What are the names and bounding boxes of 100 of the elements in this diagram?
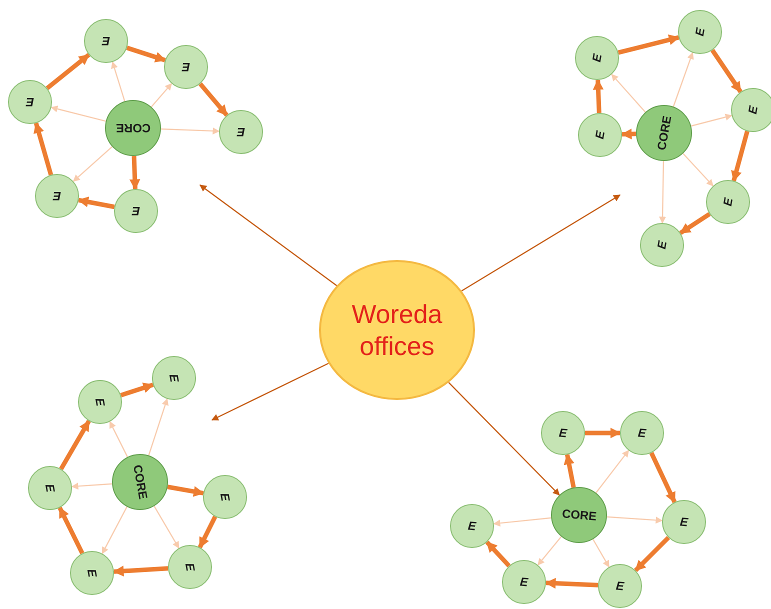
arrow	[649, 452, 677, 504]
arrow	[150, 83, 172, 108]
node-label: E	[84, 568, 100, 578]
node-circle	[620, 411, 664, 455]
node-label: E	[236, 125, 245, 139]
arrow	[102, 506, 128, 554]
node-label: E	[92, 396, 108, 408]
node-label: E	[182, 60, 190, 74]
core-circle	[105, 100, 161, 156]
node-label: E	[102, 34, 110, 48]
node-label: E	[519, 574, 529, 590]
node-circle	[541, 411, 585, 455]
arrow	[50, 106, 106, 122]
arrow	[461, 194, 621, 292]
node-label: E	[589, 52, 605, 64]
arrow	[167, 484, 204, 497]
node-circle	[575, 36, 619, 80]
node-circle	[168, 545, 212, 589]
node-circle	[578, 113, 622, 157]
core-circle	[551, 487, 607, 543]
node-circle	[8, 80, 52, 124]
node-label: E	[52, 189, 61, 203]
arrow	[198, 516, 218, 548]
arrow	[448, 382, 560, 496]
node-label: E	[692, 26, 708, 38]
arrow	[606, 516, 663, 524]
node-circle	[502, 560, 546, 604]
arrow	[611, 74, 646, 113]
arrow	[564, 454, 576, 488]
node-circle	[164, 45, 208, 89]
arrow	[731, 130, 750, 182]
arrow	[160, 127, 220, 134]
node-label: E	[637, 426, 647, 440]
arrow	[596, 450, 630, 494]
arrow	[618, 34, 680, 55]
node-label: CORE	[654, 114, 674, 152]
arrow	[538, 536, 562, 566]
arrow	[485, 540, 511, 568]
node-circle	[731, 88, 771, 132]
node-circle	[662, 500, 706, 544]
node-label: CORE	[561, 506, 597, 524]
arrow	[710, 48, 742, 94]
node-label: E	[720, 196, 736, 208]
node-circle	[203, 475, 247, 519]
arrow	[148, 398, 169, 456]
node-label: E	[467, 518, 477, 534]
node-circle	[706, 180, 750, 224]
node-label: E	[217, 492, 233, 502]
arrow	[58, 506, 84, 554]
arrow	[659, 160, 666, 224]
arrow	[199, 184, 338, 286]
node-label: CORE	[116, 121, 150, 135]
node-label: E	[166, 372, 182, 384]
arrow	[59, 420, 91, 470]
office-label: Woreda offices	[350, 298, 444, 362]
arrow	[544, 578, 598, 589]
node-label: E	[182, 562, 198, 572]
arrow	[109, 421, 128, 458]
arrow	[112, 566, 168, 576]
arrow	[111, 61, 126, 102]
arrow	[634, 536, 670, 572]
node-label: E	[679, 514, 689, 530]
arrow	[78, 196, 115, 210]
arrow	[129, 156, 140, 190]
arrow	[46, 53, 90, 90]
node-label: E	[654, 240, 670, 250]
arrow	[620, 128, 636, 140]
node-circle	[450, 504, 494, 548]
node-circle	[84, 19, 128, 63]
node-label: E	[558, 426, 568, 440]
node-circle	[152, 356, 196, 400]
node-label: CORE	[130, 464, 150, 500]
node-circle	[35, 174, 79, 218]
node-circle	[78, 380, 122, 424]
arrow	[72, 146, 113, 182]
arrow	[211, 362, 329, 421]
arrow	[34, 122, 54, 176]
arrow	[126, 46, 166, 62]
node-label: E	[592, 130, 608, 140]
arrow	[71, 482, 112, 490]
node-circle	[678, 10, 722, 54]
arrow	[672, 52, 694, 107]
node-circle	[114, 189, 158, 233]
node-circle	[28, 466, 72, 510]
arrow	[198, 82, 228, 117]
node-label: E	[132, 204, 140, 218]
arrow	[493, 517, 552, 527]
node-circle	[70, 551, 114, 595]
arrow	[592, 538, 610, 568]
arrow	[682, 153, 714, 186]
arrow	[154, 506, 180, 549]
node-label: E	[26, 95, 34, 109]
arrow	[592, 78, 604, 114]
node-label: E	[745, 104, 761, 116]
arrow	[120, 382, 154, 398]
arrow	[690, 114, 732, 127]
node-circle	[219, 110, 263, 154]
arrow	[679, 212, 711, 235]
core-circle	[636, 105, 692, 161]
arrow	[585, 428, 622, 438]
